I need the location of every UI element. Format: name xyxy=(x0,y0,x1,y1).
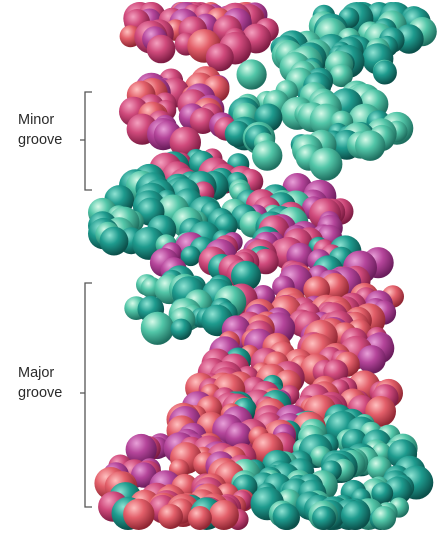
atom-sphere xyxy=(146,34,176,64)
atom-sphere xyxy=(187,506,212,530)
atom-sphere xyxy=(371,482,394,505)
atom-sphere xyxy=(180,245,201,267)
atom-sphere xyxy=(340,501,370,530)
atom-sphere xyxy=(252,140,283,171)
atom-sphere xyxy=(236,59,267,90)
atom-sphere xyxy=(231,260,261,291)
atom-sphere xyxy=(170,318,192,340)
major-groove-label-line1: Major xyxy=(18,365,55,381)
atom-sphere xyxy=(309,147,343,181)
atom-sphere xyxy=(253,248,279,275)
atom-sphere xyxy=(272,503,300,530)
atom-sphere xyxy=(125,433,157,466)
major-groove-bracket xyxy=(80,282,92,508)
atom-sphere xyxy=(205,43,234,72)
groove-brackets xyxy=(80,91,92,508)
atom-sphere xyxy=(329,63,353,88)
atom-sphere xyxy=(123,498,155,530)
helix-atom-spheres xyxy=(88,1,437,530)
major-groove-label-line2: groove xyxy=(18,385,63,401)
minor-groove-label-line2: groove xyxy=(18,132,63,148)
atom-sphere xyxy=(225,422,253,450)
major-groove-label: Major groove xyxy=(18,363,62,403)
minor-groove-label-line1: Minor xyxy=(18,112,55,128)
atom-sphere xyxy=(158,504,183,529)
atom-sphere xyxy=(357,345,386,374)
atom-sphere xyxy=(372,60,397,85)
atom-sphere xyxy=(140,311,174,345)
atom-sphere xyxy=(312,506,336,530)
atom-sphere xyxy=(208,500,239,530)
atom-sphere xyxy=(99,226,129,256)
minor-groove-bracket xyxy=(80,91,92,191)
atom-sphere xyxy=(355,130,386,161)
atom-sphere xyxy=(372,506,397,530)
minor-groove-label: Minor groove xyxy=(18,110,62,150)
